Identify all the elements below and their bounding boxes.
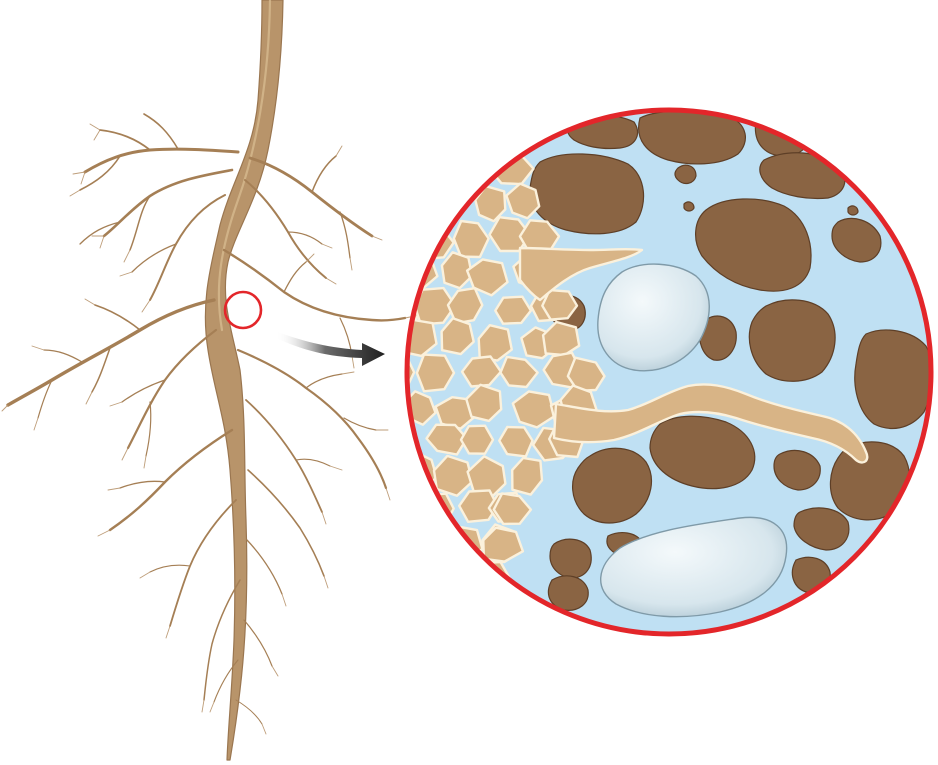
root-cell [461, 426, 493, 454]
root-cell [400, 527, 431, 566]
taproot [2, 0, 415, 760]
zoom-arrow [276, 332, 385, 366]
root-cell [403, 592, 438, 629]
root-cell [465, 594, 500, 631]
root-cell [387, 497, 424, 528]
root-cell [373, 425, 414, 459]
taproot-main [205, 0, 283, 760]
root-cell [436, 596, 475, 630]
root-cell [470, 562, 510, 598]
root-cell [414, 153, 452, 186]
root-cell [420, 560, 463, 596]
root-cell [383, 565, 418, 598]
magnified-view [373, 110, 933, 634]
zoom-callout-circle [225, 292, 261, 328]
root-cell [383, 155, 420, 188]
root-cell [403, 188, 439, 222]
root-cell [383, 226, 426, 262]
